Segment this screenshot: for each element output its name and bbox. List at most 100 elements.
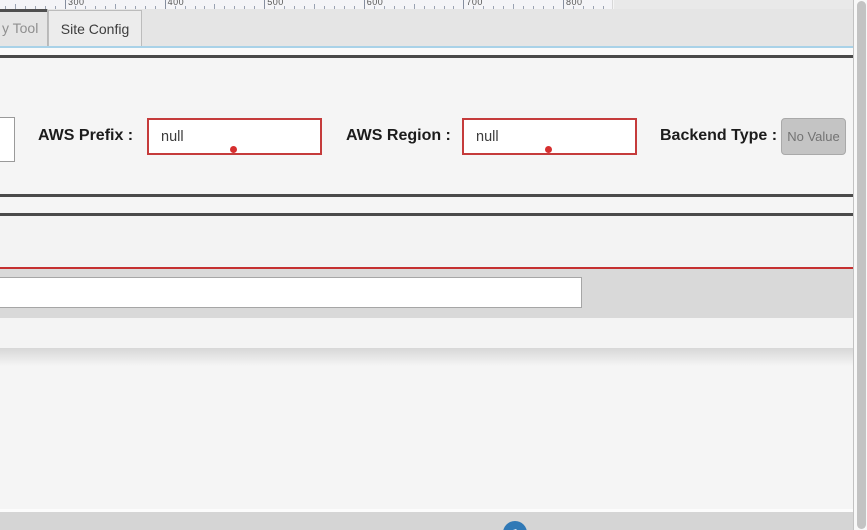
- ruler-tick: [234, 6, 236, 9]
- divider-red: [0, 267, 853, 269]
- ruler-tick: [294, 6, 296, 9]
- ruler-tick: [602, 6, 604, 9]
- clipped-left-input[interactable]: [0, 117, 15, 162]
- backend-type-value: No Value: [787, 129, 840, 144]
- ruler-tick: [164, 0, 166, 9]
- ruler-tick: [443, 6, 445, 9]
- ruler-tick: [403, 6, 405, 9]
- aws-prefix-error-dot-icon: [230, 146, 237, 153]
- gap-band: [0, 48, 853, 55]
- ruler-tick: [304, 6, 305, 9]
- ruler-tick: [45, 6, 47, 9]
- aws-prefix-label: AWS Prefix :: [38, 127, 134, 144]
- ruler-tick: [543, 6, 545, 9]
- ruler-tick: [184, 6, 186, 9]
- ruler-tick: [5, 6, 7, 9]
- ruler-tick: [284, 6, 286, 9]
- panel-text-input[interactable]: [0, 277, 582, 308]
- ruler-tick: [94, 6, 96, 9]
- ruler-tick: [274, 6, 276, 9]
- aws-region-label: AWS Region :: [346, 127, 451, 144]
- ruler-tick: [453, 6, 455, 9]
- tab-site-config[interactable]: Site Config: [48, 10, 142, 46]
- ruler-tick: [533, 6, 535, 9]
- ruler-tick: [373, 6, 375, 9]
- ruler-tick: [55, 6, 56, 9]
- ruler-right-fill: [614, 0, 853, 9]
- ruler-tick: [144, 6, 146, 9]
- ruler-tick: [25, 6, 27, 9]
- ruler-tick: [84, 6, 86, 9]
- ruler-tick-label: 800: [566, 0, 583, 7]
- footer-bar: [0, 512, 853, 530]
- ruler-tick: [65, 0, 66, 9]
- tab-tool-label: y Tool: [2, 19, 39, 36]
- scrollbar-thumb[interactable]: [857, 1, 866, 529]
- ruler-tick: [15, 4, 17, 9]
- footer-top-line: [0, 509, 853, 512]
- ruler-tick: [264, 0, 266, 9]
- ruler-tick: [194, 6, 196, 9]
- tab-accent-line: [0, 46, 853, 48]
- ruler-tick: [244, 6, 246, 9]
- tab-tool[interactable]: y Tool: [0, 9, 48, 46]
- ruler-tick: [35, 6, 37, 9]
- aws-prefix-input[interactable]: [147, 118, 322, 155]
- ruler-tick: [493, 6, 495, 9]
- ruler-tick: [324, 6, 325, 9]
- form-section: [0, 58, 853, 194]
- divider-dark-2: [0, 194, 853, 197]
- ruler-tick: [473, 6, 475, 9]
- ruler-tick: [582, 6, 584, 9]
- ruler-tick: [383, 6, 385, 9]
- ruler-tick-label: 300: [68, 0, 85, 7]
- divider-dark-1: [0, 55, 853, 58]
- ruler-tick: [204, 6, 206, 9]
- ruler-tick: [174, 6, 176, 9]
- input-panel: [0, 269, 853, 318]
- tab-bar-dark-edge: [0, 9, 48, 12]
- ruler-tick: [393, 6, 395, 9]
- divider-dark-3: [0, 213, 853, 216]
- ruler-tick: [363, 0, 365, 9]
- backend-type-no-value-button[interactable]: No Value: [781, 118, 846, 155]
- ruler-tick: [124, 6, 126, 9]
- ruler-tick: [573, 6, 574, 9]
- ruler-tick: [523, 6, 525, 9]
- ruler-tick: [214, 4, 216, 9]
- send-icon: ➤: [507, 525, 520, 530]
- backend-type-label: Backend Type :: [660, 127, 778, 144]
- vertical-scrollbar[interactable]: [853, 0, 867, 530]
- toolbar-shadow: [0, 348, 853, 366]
- ruler-tick-label: 600: [366, 0, 384, 7]
- ruler-tick: [104, 6, 106, 9]
- toolbar-strip: [0, 318, 853, 348]
- collapsed-section-2: [0, 216, 853, 267]
- ruler-tick: [154, 6, 156, 9]
- ruler-tick: [463, 0, 465, 9]
- ruler-tick: [513, 4, 515, 9]
- floating-action-button[interactable]: ➤: [503, 521, 527, 530]
- ruler-tick: [563, 0, 564, 9]
- ruler-tick: [433, 6, 435, 9]
- ruler-tick: [314, 4, 315, 9]
- ruler-tick: [224, 6, 226, 9]
- ruler-tick: [114, 4, 116, 9]
- ruler-tick: [75, 6, 76, 9]
- ruler-tick: [553, 6, 554, 9]
- ruler-tick: [134, 6, 136, 9]
- ruler-tick: [343, 6, 345, 9]
- collapsed-section-1: [0, 197, 853, 213]
- ruler-tick: [333, 6, 335, 9]
- ruler-tick: [592, 6, 594, 9]
- aws-region-error-dot-icon: [545, 146, 552, 153]
- content-area: [0, 366, 853, 509]
- ruler-tick: [254, 6, 256, 9]
- ruler-tick: [423, 6, 425, 9]
- ruler-tick: [413, 4, 415, 9]
- tab-site-config-label: Site Config: [60, 20, 130, 37]
- ruler-tick-label: 500: [267, 0, 284, 7]
- ruler-tick: [353, 6, 355, 9]
